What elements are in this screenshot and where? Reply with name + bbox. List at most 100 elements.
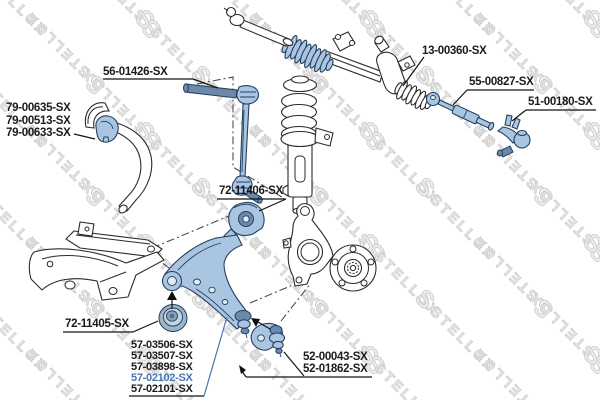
control-arm [161, 234, 252, 339]
label-rear-bushing: 72-11406-SX [219, 185, 283, 197]
assembly-arrow-head [251, 318, 260, 327]
leader-line [258, 198, 287, 212]
strut-slot [294, 155, 306, 183]
label-stabilizer-bracket: 79-00635-SX [6, 102, 71, 114]
axial-rod-socket-cap [430, 95, 436, 100]
leader-line [283, 351, 305, 377]
label-stabilizer-bushing-a: 79-00513-SX [6, 114, 71, 127]
stabilizer-bar [106, 120, 153, 212]
stud-nut [275, 348, 283, 354]
steering-boot-left [281, 35, 334, 73]
arm-hole [208, 286, 216, 294]
link-rod [239, 103, 250, 178]
member-line [99, 271, 127, 283]
stabilizer-bar-group [84, 102, 153, 214]
member-line [41, 254, 119, 267]
top-mount-cap [290, 75, 310, 84]
leader-line [132, 320, 159, 333]
label-control-arm-option: 57-03898-SX [131, 360, 193, 373]
bushing-bore [169, 313, 175, 319]
bar-end [118, 204, 128, 214]
subframe [28, 221, 165, 301]
stud-cap [183, 83, 189, 93]
mount-hole [46, 260, 54, 268]
arm-ridge [177, 242, 222, 271]
jam-nut [282, 38, 294, 46]
rail-hole [147, 245, 155, 253]
arm-balljoint-boot [237, 319, 251, 329]
rod-end-cap [487, 122, 495, 131]
leader-arrow-head [239, 365, 246, 374]
leader-line [452, 89, 468, 106]
assembly-arrow-shaft [257, 321, 271, 330]
stabilizer-bracket [84, 102, 110, 129]
link-bottom-stud [245, 189, 262, 204]
wheel-hub [329, 244, 377, 292]
label-ball-joint-a: 52-00043-SX [303, 351, 368, 363]
rack-tube-line [326, 55, 381, 77]
leader-line [192, 78, 219, 89]
bushing-inner [242, 215, 250, 223]
label-axial-rod: 55-00827-SX [469, 76, 534, 88]
stud-pin [223, 7, 229, 12]
stud-cap [257, 196, 263, 204]
housing-dome [516, 129, 528, 137]
bracket-bolt [335, 34, 341, 40]
wheel-bolt-hole [367, 258, 375, 266]
wheel-bolt-hole [331, 258, 339, 266]
label-ball-joint-group: 52-00043-SX 52-01862-SX [303, 351, 368, 375]
ball-joint-part [250, 322, 286, 358]
plate-hole [257, 334, 265, 342]
ball-stud [225, 6, 237, 18]
stud-nut [496, 149, 504, 157]
stud-tip [279, 353, 282, 358]
ball-stud [499, 145, 514, 158]
rod-sleeve [451, 104, 480, 125]
clamp-finger [504, 114, 513, 127]
wheel-bolt-hole [338, 279, 346, 287]
subframe-front-member [28, 248, 165, 301]
arm-ridge [195, 288, 235, 322]
reference-line [280, 282, 312, 322]
tie-rod-end-housing [229, 13, 245, 27]
label-control-arm-option: 57-03507-SX [131, 349, 193, 362]
mount-hole [64, 280, 76, 290]
rail-line [75, 234, 151, 245]
label-tie-rod-end: 51-00180-SX [528, 96, 593, 108]
steering-rack-assembly [223, 6, 531, 158]
wheel-bolt-hole [349, 245, 357, 253]
reference-line [196, 76, 286, 200]
wheel-bolt-hole [360, 279, 368, 287]
bracket-bolt [349, 40, 355, 46]
tie-rod-shaft [239, 19, 290, 47]
knuckle-clamp-hole [300, 206, 310, 216]
strut-tab [282, 184, 289, 197]
label-stabilizer-bushing-b: 79-00633-SX [6, 127, 71, 140]
front-bushing-part [158, 304, 188, 332]
label-steering-gear: 13-00360-SX [422, 45, 487, 57]
arm-balljoint-nut [240, 327, 250, 335]
boot-collar [325, 58, 334, 72]
link-top-housing [236, 85, 259, 105]
arm-hole [193, 278, 201, 286]
rear-bushing-bracket [223, 201, 265, 242]
strut-assembly [280, 75, 334, 215]
leader-line [402, 56, 425, 87]
hub-spline [347, 262, 359, 274]
tie-rod-end [496, 114, 531, 158]
arm-hole [221, 299, 229, 305]
label-control-arm-option: 57-02101-SX [131, 382, 193, 395]
rod-line [241, 109, 245, 173]
stabilizer-bushing [95, 115, 119, 143]
bushing-slot [102, 136, 110, 143]
boot-lower [272, 340, 284, 350]
leader-line [73, 133, 96, 140]
steering-knuckle [282, 203, 334, 287]
seat-bracket-hole [324, 134, 330, 140]
pinion-shaft-end [374, 35, 384, 45]
stud-tip [245, 333, 248, 339]
housing-ear-bolt [404, 62, 410, 68]
mount-hole [108, 287, 118, 295]
